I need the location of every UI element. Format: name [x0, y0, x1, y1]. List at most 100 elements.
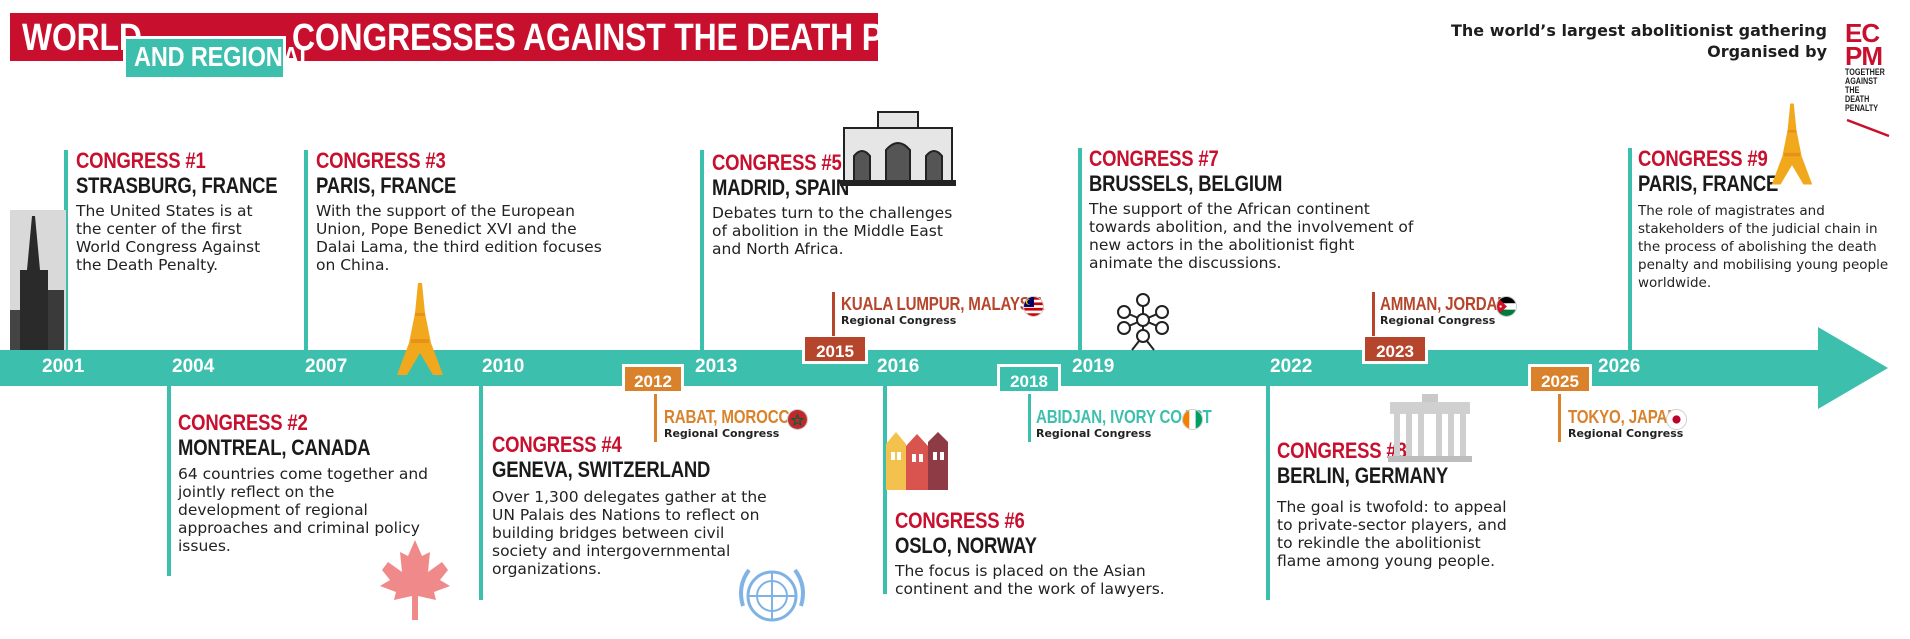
- year-2026: 2026: [1598, 356, 1641, 377]
- badge-2025: 2025: [1528, 364, 1592, 394]
- eiffel-tower-icon: [397, 283, 443, 375]
- congress-9: CONGRESS #9 PARIS, FRANCE The role of ma…: [1638, 146, 1896, 292]
- tagline-line2: Organised by: [1707, 42, 1827, 61]
- regional-tokyo: TOKYO, JAPAN Regional Congress: [1568, 407, 1708, 441]
- regional-abidjan-city: ABIDJAN, IVORY COAST: [1036, 407, 1212, 427]
- regional-amman: AMMAN, JORDAN Regional Congress: [1380, 294, 1530, 328]
- congress-3: CONGRESS #3 PARIS, FRANCE With the suppo…: [316, 148, 612, 274]
- congress-3-desc: With the support of the European Union, …: [316, 202, 602, 274]
- jordan-flag-icon: [1496, 296, 1517, 317]
- congress-8-city: BERLIN, GERMANY: [1277, 463, 1448, 488]
- congress-2-desc: 64 countries come together and jointly r…: [178, 465, 428, 555]
- connector-kuala-lumpur: [832, 292, 835, 336]
- connector-congress-4: [479, 386, 483, 600]
- congress-9-title: CONGRESS #9: [1638, 146, 1768, 171]
- year-2019: 2019: [1072, 356, 1115, 377]
- connector-rabat: [654, 394, 657, 442]
- connector-congress-2: [167, 386, 171, 576]
- logo-pm: PM: [1845, 41, 1883, 71]
- congress-9-desc: The role of magistrates and stakeholders…: [1638, 203, 1889, 291]
- year-2007: 2007: [305, 356, 348, 377]
- congress-3-city: PARIS, FRANCE: [316, 173, 457, 198]
- un-emblem-icon: [739, 568, 805, 622]
- congress-5: CONGRESS #5 MADRID, SPAIN Debates turn t…: [712, 150, 972, 258]
- regional-tokyo-city: TOKYO, JAPAN: [1568, 407, 1679, 427]
- badge-2023: 2023: [1362, 334, 1428, 364]
- regional-kuala-lumpur: KUALA LUMPUR, MALAYSIA Regional Congress: [841, 294, 1071, 328]
- logo-strike-icon: [1846, 118, 1890, 138]
- congress-2-city: MONTREAL, CANADA: [178, 435, 371, 460]
- year-2022: 2022: [1270, 356, 1313, 377]
- congress-3-title: CONGRESS #3: [316, 148, 446, 173]
- congress-6: CONGRESS #6 OSLO, NORWAY The focus is pl…: [895, 508, 1205, 598]
- congress-8-title: CONGRESS #8: [1277, 438, 1407, 463]
- congress-5-title: CONGRESS #5: [712, 150, 842, 175]
- logo-ec: EC: [1845, 18, 1880, 48]
- connector-congress-6: [883, 386, 887, 594]
- congress-2: CONGRESS #2 MONTREAL, CANADA 64 countrie…: [178, 410, 428, 555]
- congress-1-title: CONGRESS #1: [76, 148, 206, 173]
- congress-8-desc: The goal is twofold: to appeal to privat…: [1277, 498, 1507, 570]
- title-rest: CONGRESSES AGAINST THE DEATH PENALTY: [292, 17, 1008, 59]
- maple-leaf-icon: [380, 540, 450, 620]
- title-world: WORLD: [22, 17, 142, 59]
- tagline-line1: The world’s largest abolitionist gatheri…: [1450, 21, 1827, 40]
- title-regional: AND REGIONAL: [134, 41, 314, 72]
- timeline-arrowhead: [1818, 327, 1888, 409]
- badge-2012: 2012: [622, 364, 684, 394]
- congress-7-city: BRUSSELS, BELGIUM: [1089, 171, 1283, 196]
- regional-amman-city: AMMAN, JORDAN: [1380, 294, 1509, 314]
- oslo-houses-icon: [886, 432, 948, 490]
- connector-congress-1: [64, 150, 68, 350]
- year-2004: 2004: [172, 356, 215, 377]
- timeline-axis: [0, 350, 1820, 386]
- regional-abidjan: ABIDJAN, IVORY COAST Regional Congress: [1036, 407, 1256, 441]
- regional-kuala-lumpur-city: KUALA LUMPUR, MALAYSIA: [841, 294, 1045, 314]
- logo-together: TOGETHER: [1845, 67, 1885, 77]
- congress-4: CONGRESS #4 GENEVA, SWITZERLAND Over 1,3…: [492, 432, 782, 578]
- malaysia-flag-icon: [1023, 296, 1044, 317]
- year-2016: 2016: [877, 356, 920, 377]
- regional-amman-label: Regional Congress: [1380, 314, 1496, 327]
- congress-7-desc: The support of the African continent tow…: [1089, 200, 1414, 272]
- ivory-coast-flag-icon: [1182, 409, 1203, 430]
- connector-congress-9: [1628, 148, 1632, 350]
- cathedral-icon: [10, 210, 66, 350]
- ecpm-logo: EC PM TOGETHER AGAINST THE DEATH PENALTY: [1845, 18, 1895, 138]
- congress-5-desc: Debates turn to the challenges of abolit…: [712, 204, 953, 258]
- congress-2-title: CONGRESS #2: [178, 410, 308, 435]
- congress-7: CONGRESS #7 BRUSSELS, BELGIUM The suppor…: [1089, 146, 1414, 272]
- congress-6-desc: The focus is placed on the Asian contine…: [895, 562, 1165, 598]
- logo-penalty: PENALTY: [1845, 103, 1879, 113]
- congress-4-title: CONGRESS #4: [492, 432, 622, 457]
- connector-tokyo: [1558, 394, 1561, 442]
- regional-rabat-city: RABAT, MOROCCO: [664, 407, 801, 427]
- congress-1: CONGRESS #1 STRASBURG, FRANCE The United…: [76, 148, 278, 274]
- logo-against: AGAINST: [1845, 76, 1878, 86]
- atomium-icon: [1117, 293, 1169, 351]
- congress-4-desc: Over 1,300 delegates gather at the UN Pa…: [492, 488, 767, 578]
- title-regional-box: [123, 36, 286, 80]
- congress-8: CONGRESS #8 BERLIN, GERMANY The goal is …: [1277, 438, 1517, 570]
- congress-6-title: CONGRESS #6: [895, 508, 1025, 533]
- regional-rabat-label: Regional Congress: [664, 427, 780, 440]
- connector-abidjan: [1028, 394, 1031, 442]
- logo-the-death: THE DEATH: [1845, 85, 1870, 104]
- alcala-gate-icon: [840, 111, 956, 186]
- connector-congress-7: [1078, 148, 1082, 350]
- morocco-flag-icon: [787, 409, 808, 430]
- connector-congress-8: [1266, 386, 1270, 600]
- regional-tokyo-label: Regional Congress: [1568, 427, 1684, 440]
- year-2013: 2013: [695, 356, 738, 377]
- connector-congress-5: [700, 150, 704, 350]
- japan-flag-icon: [1666, 409, 1687, 430]
- congress-5-city: MADRID, SPAIN: [712, 175, 850, 200]
- connector-congress-3: [304, 150, 308, 350]
- brandenburg-gate-icon: [1388, 394, 1472, 462]
- year-2010: 2010: [482, 356, 525, 377]
- congress-4-city: GENEVA, SWITZERLAND: [492, 457, 711, 482]
- regional-rabat: RABAT, MOROCCO Regional Congress: [664, 407, 884, 441]
- congress-6-city: OSLO, NORWAY: [895, 533, 1037, 558]
- congress-1-desc: The United States is at the center of th…: [76, 202, 261, 274]
- congress-9-city: PARIS, FRANCE: [1638, 171, 1779, 196]
